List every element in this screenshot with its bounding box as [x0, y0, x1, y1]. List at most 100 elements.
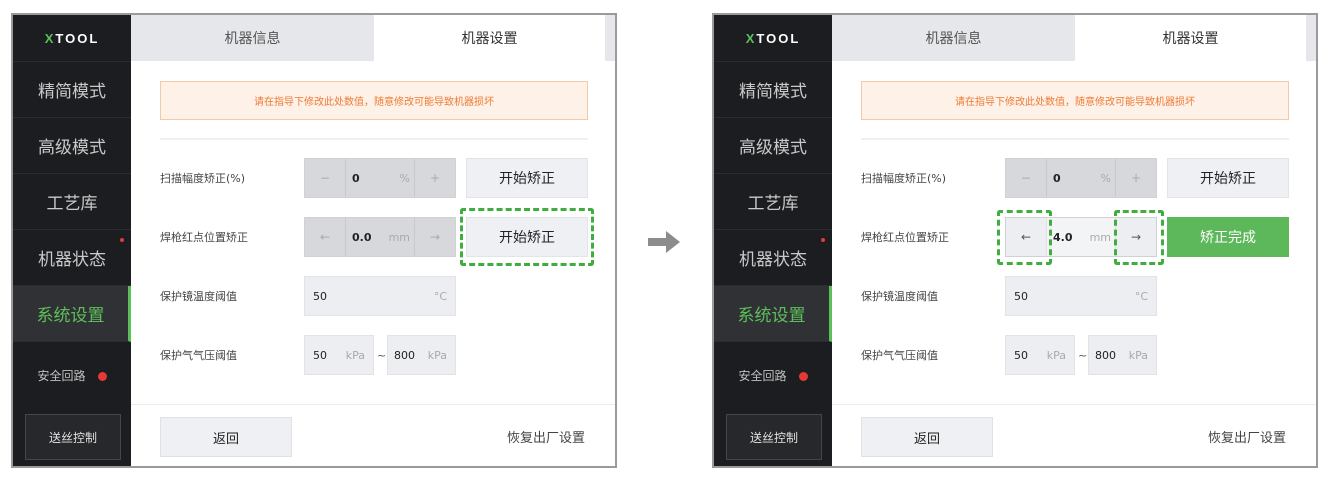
- nav-machine-status[interactable]: 机器状态: [714, 230, 832, 286]
- lens-temp-threshold-label: 保护镜温度阈值: [160, 290, 237, 303]
- arrow-left-icon[interactable]: ←: [319, 230, 331, 244]
- nav-label: 工艺库: [747, 194, 799, 214]
- minus-icon[interactable]: −: [1020, 171, 1032, 185]
- logo-text: XTOOL: [44, 30, 100, 46]
- gas-pressure-threshold-label: 保护气气压阈值: [160, 349, 237, 362]
- status-red-dot-icon: [97, 372, 107, 381]
- tab-machine-settings[interactable]: 机器设置: [1075, 15, 1306, 61]
- nav-label: 高级模式: [739, 138, 807, 158]
- lens-temp-threshold-label: 保护镜温度阈值: [861, 290, 938, 303]
- scan-amplitude-label: 扫描幅度矫正(%): [160, 172, 246, 185]
- sidebar: XTOOL 精简模式 高级模式 工艺库 机器状态 系统设置 安全回路 送丝控制: [13, 15, 131, 466]
- arrow-right-icon[interactable]: →: [1130, 230, 1142, 244]
- nav-process-library[interactable]: 工艺库: [13, 174, 131, 230]
- wire-feed-control-button[interactable]: 送丝控制: [726, 414, 822, 460]
- nav-advanced-mode[interactable]: 高级模式: [13, 118, 131, 174]
- scan-amplitude-stepper: − 0% +: [1005, 158, 1157, 198]
- back-button[interactable]: 返回: [861, 417, 993, 457]
- value-text: 0: [352, 171, 360, 185]
- safety-loop-label: 安全回路: [738, 369, 787, 383]
- highlight-box-left: [997, 210, 1052, 265]
- unit-text: mm: [1089, 230, 1111, 244]
- wire-feed-control-button[interactable]: 送丝控制: [25, 414, 121, 460]
- start-scan-calibration-button[interactable]: 开始矫正: [1167, 158, 1289, 198]
- tab-machine-settings[interactable]: 机器设置: [374, 15, 605, 61]
- red-dot-position-value: 4.0 mm: [1046, 218, 1116, 256]
- factory-reset-link[interactable]: 恢复出厂设置: [506, 431, 585, 446]
- nav-label: 系统设置: [36, 306, 105, 326]
- value-text: 4.0: [1053, 230, 1073, 244]
- unit-text: kPa: [427, 348, 447, 362]
- lens-temp-threshold-input[interactable]: 50 °C: [1005, 276, 1157, 316]
- factory-reset-link[interactable]: 恢复出厂设置: [1207, 431, 1286, 446]
- arrow-left-icon[interactable]: ←: [1020, 230, 1032, 244]
- range-separator: ~: [1078, 348, 1088, 362]
- value-text: 50: [313, 348, 327, 362]
- nav-label: 机器状态: [739, 250, 807, 270]
- notification-dot-icon: [821, 238, 825, 242]
- nav-machine-status[interactable]: 机器状态: [13, 230, 131, 286]
- nav-label: 精简模式: [739, 82, 807, 102]
- plus-icon[interactable]: +: [1130, 171, 1142, 185]
- tab-machine-info[interactable]: 机器信息: [131, 15, 374, 61]
- nav-process-library[interactable]: 工艺库: [714, 174, 832, 230]
- xtool-logo: XTOOL: [13, 15, 131, 62]
- scan-amplitude-label: 扫描幅度矫正(%): [861, 172, 947, 185]
- unit-text: mm: [388, 230, 410, 244]
- warning-banner: 请在指导下修改此处数值，随意修改可能导致机器损坏: [861, 81, 1289, 120]
- status-red-dot-icon: [798, 372, 808, 381]
- divider: [160, 138, 588, 140]
- range-separator: ~: [377, 348, 387, 362]
- plus-icon[interactable]: +: [429, 171, 441, 185]
- lens-temp-threshold-input[interactable]: 50°C: [304, 276, 456, 316]
- nav-simple-mode[interactable]: 精简模式: [714, 62, 832, 118]
- arrow-right-icon[interactable]: →: [429, 230, 441, 244]
- scan-amplitude-value: 0%: [345, 159, 415, 197]
- value-text: 800: [394, 348, 415, 362]
- tab-strip: [1306, 15, 1316, 61]
- nav-label: 机器状态: [38, 250, 106, 270]
- nav-advanced-mode[interactable]: 高级模式: [714, 118, 832, 174]
- red-dot-calibration-button[interactable]: 矫正完成: [1167, 217, 1289, 257]
- nav-label: 系统设置: [737, 306, 806, 326]
- divider: [861, 138, 1289, 140]
- start-scan-calibration-button[interactable]: 开始矫正: [466, 158, 588, 198]
- unit-text: kPa: [345, 348, 365, 362]
- red-dot-calibration-button[interactable]: 开始矫正: [466, 217, 588, 257]
- nav-simple-mode[interactable]: 精简模式: [13, 62, 131, 118]
- unit-text: %: [399, 171, 410, 185]
- warning-banner: 请在指导下修改此处数值，随意修改可能导致机器损坏: [160, 81, 588, 120]
- highlight-box: [460, 208, 594, 266]
- value-text: 50: [1014, 289, 1028, 303]
- tab-machine-info[interactable]: 机器信息: [832, 15, 1075, 61]
- nav-label: 工艺库: [46, 194, 98, 214]
- settings-panel-before: XTOOL 精简模式 高级模式 工艺库 机器状态 系统设置 安全回路 送丝控制 …: [11, 13, 617, 468]
- safety-loop-label: 安全回路: [37, 369, 86, 383]
- highlight-box-right: [1114, 210, 1164, 265]
- scan-amplitude-stepper: − 0% +: [304, 158, 456, 198]
- tab-strip: [605, 15, 615, 61]
- back-button[interactable]: 返回: [160, 417, 292, 457]
- safety-loop-status: 安全回路: [714, 367, 832, 384]
- gas-pressure-threshold-label: 保护气气压阈值: [861, 349, 938, 362]
- nav-system-settings[interactable]: 系统设置: [13, 286, 131, 342]
- gas-pressure-max-input[interactable]: 800 kPa: [387, 335, 456, 375]
- xtool-logo: XTOOL: [714, 15, 832, 62]
- notification-dot-icon: [120, 238, 124, 242]
- unit-text: %: [1100, 171, 1111, 185]
- nav-label: 高级模式: [38, 138, 106, 158]
- footer-divider: [131, 404, 615, 405]
- footer-divider: [832, 404, 1316, 405]
- red-dot-position-label: 焊枪红点位置矫正: [861, 231, 949, 244]
- nav-system-settings[interactable]: 系统设置: [714, 286, 832, 342]
- unit-text: °C: [1134, 289, 1148, 303]
- sidebar: XTOOL 精简模式 高级模式 工艺库 机器状态 系统设置 安全回路 送丝控制: [714, 15, 832, 466]
- unit-text: kPa: [1128, 348, 1148, 362]
- arrow-right-icon: [648, 231, 680, 253]
- minus-icon[interactable]: −: [319, 171, 331, 185]
- gas-pressure-min-input[interactable]: 50 kPa: [304, 335, 374, 375]
